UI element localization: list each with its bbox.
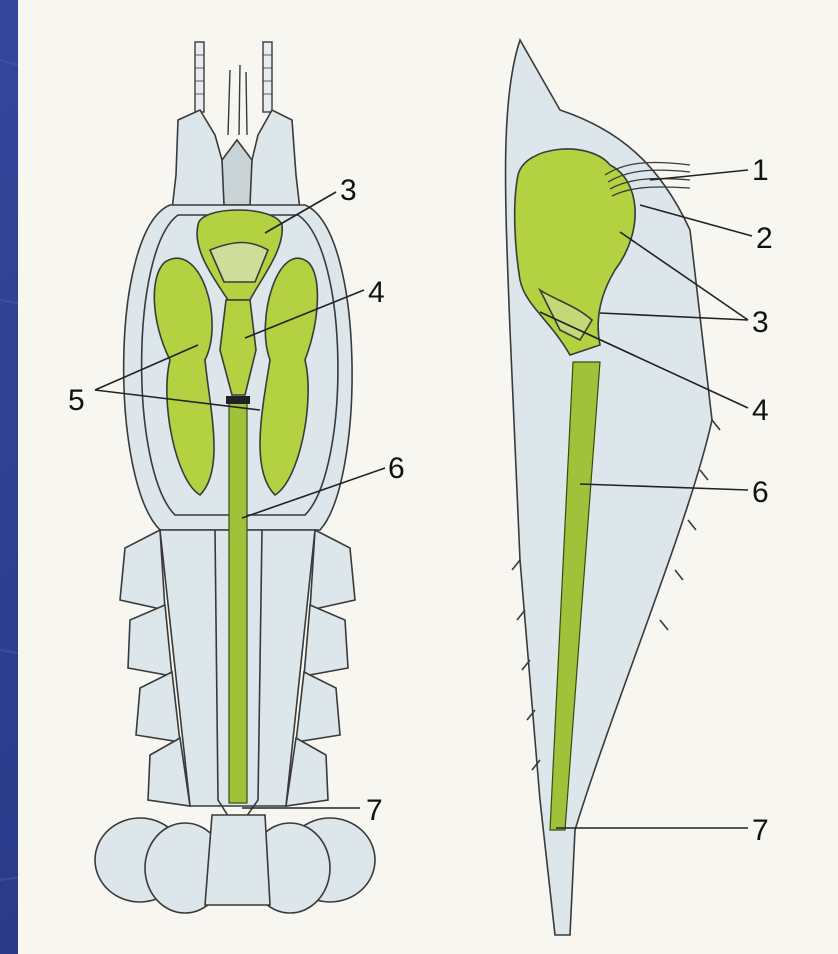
label-1-right: 1 — [752, 154, 769, 187]
label-2-right: 2 — [756, 222, 773, 255]
label-7-right: 7 — [752, 814, 769, 847]
label-6-left: 6 — [388, 452, 405, 485]
label-6-right: 6 — [752, 476, 769, 509]
label-4-left: 4 — [368, 276, 385, 309]
midgut — [229, 398, 247, 803]
tail-fan — [95, 815, 375, 913]
label-3-right: 3 — [752, 306, 769, 339]
label-3-left: 3 — [340, 174, 357, 207]
label-4-right: 4 — [752, 394, 769, 427]
label-7-left: 7 — [366, 794, 383, 827]
label-5-left: 5 — [68, 384, 85, 417]
